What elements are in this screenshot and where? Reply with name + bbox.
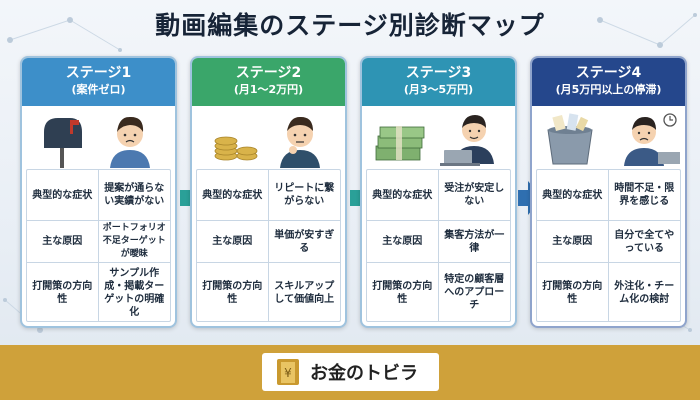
cause-label: 主な原因 [367,221,439,262]
solution-label: 打開策の方向性 [537,263,609,322]
solution-value: サンプル作成・掲載ターゲットの明確化 [104,267,165,318]
stage-card-4: ステージ4 (月5万円以上の停滞) 典型的な症状時間不足・限界を感じる 主な原因… [530,56,687,328]
symptom-label: 典型的な症状 [197,170,269,220]
solution-label: 打開策の方向性 [197,263,269,322]
symptom-label: 典型的な症状 [367,170,439,220]
stage-title: ステージ4 [575,65,642,81]
stage-subtitle: (月3〜5万円) [403,83,474,96]
cash-stack-laptop-person-illustration [362,106,515,168]
yen-door-icon: ¥ [277,359,299,385]
stage-header: ステージ1 (案件ゼロ) [22,58,175,106]
stage-header: ステージ4 (月5万円以上の停滞) [532,58,685,106]
stage-table: 典型的な症状受注が安定しない 主な原因集客方法が一律 打開策の方向性特定の顧客層… [366,169,511,322]
cause-label: 主な原因 [197,221,269,262]
symptom-value: 時間不足・限界を感じる [614,183,675,207]
cause-label: 主な原因 [27,221,99,262]
stage-table: 典型的な症状提案が通らない実績がない 主な原因ポートフォリオ不足ターゲットが曖昧… [26,169,171,322]
stage-subtitle: (月5万円以上の停滞) [555,83,662,96]
stage-table: 典型的な症状時間不足・限界を感じる 主な原因自分で全てやっている 打開策の方向性… [536,169,681,322]
solution-value: スキルアップして価値向上 [274,280,335,305]
brand-logo[interactable]: ¥ お金のトビラ [262,353,439,391]
symptom-value: 受注が安定しない [444,183,505,207]
stage-card-2: ステージ2 (月1〜2万円) 典型的な症状リピートに繋がらない 主な原因単価が安… [190,56,347,328]
coins-thinking-person-illustration [192,106,345,168]
symptom-value: リピートに繋がらない [274,183,335,207]
overflowing-bucket-busy-person-illustration [532,106,685,168]
svg-text:¥: ¥ [284,366,292,380]
stage-title: ステージ1 [65,65,132,81]
stage-title: ステージ2 [235,65,302,81]
solution-value: 特定の顧客層へのアプローチ [444,274,505,311]
stage-header: ステージ2 (月1〜2万円) [192,58,345,106]
cause-value: 単価が安すぎる [274,229,335,254]
solution-label: 打開策の方向性 [367,263,439,322]
stage-card-1: ステージ1 (案件ゼロ) 典型的な症状提案が通らない実績がない 主な原因ポートフ… [20,56,177,328]
solution-label: 打開策の方向性 [27,263,99,322]
symptom-label: 典型的な症状 [27,170,99,220]
stage-title: ステージ3 [405,65,472,81]
page-title: 動画編集のステージ別診断マップ [155,11,545,40]
cause-value: 集客方法が一律 [444,229,505,254]
symptom-label: 典型的な症状 [537,170,609,220]
symptom-value: 提案が通らない実績がない [104,183,165,207]
stage-subtitle: (月1〜2万円) [233,83,304,96]
mailbox-worried-person-illustration [22,106,175,168]
stage-header: ステージ3 (月3〜5万円) [362,58,515,106]
solution-value: 外注化・チーム化の検討 [614,280,675,305]
stage-subtitle: (案件ゼロ) [71,83,126,96]
stage-card-3: ステージ3 (月3〜5万円) 典型的な症状受注が安定しない 主な原因集客方法が一… [360,56,517,328]
brand-name: お金のトビラ [310,363,418,384]
footer-banner: ¥ お金のトビラ [0,345,700,400]
cause-label: 主な原因 [537,221,609,262]
stage-table: 典型的な症状リピートに繋がらない 主な原因単価が安すぎる 打開策の方向性スキルア… [196,169,341,322]
cause-value: ポートフォリオ不足ターゲットが曖昧 [102,223,166,259]
cause-value: 自分で全てやっている [614,229,675,254]
